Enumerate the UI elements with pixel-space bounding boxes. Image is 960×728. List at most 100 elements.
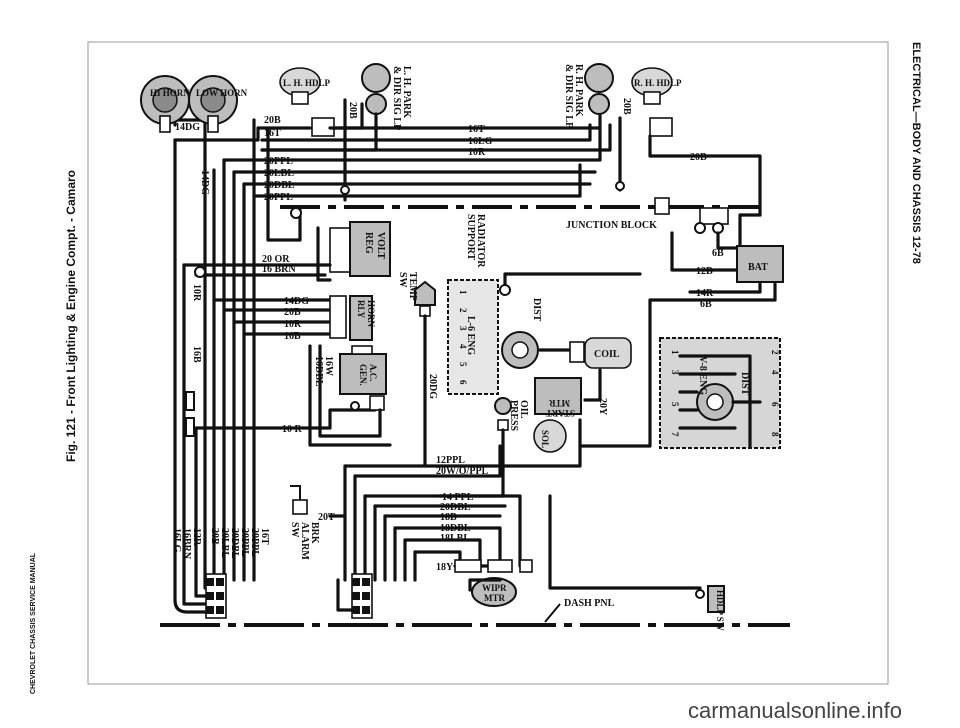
- label-l6-eng: L-6 ENG: [465, 316, 476, 355]
- battery: [578, 245, 784, 448]
- v8-term-5: 5: [670, 402, 680, 407]
- label-start: START: [546, 408, 575, 418]
- label-reg: REG: [363, 232, 374, 254]
- wire-18dbl: 18DBL: [440, 523, 471, 534]
- label-temp: TEMP: [407, 272, 418, 301]
- wire-20or: 20 OR: [262, 254, 290, 265]
- v8-term-2: 2: [770, 350, 780, 355]
- label-wipr-mtr: MTR: [484, 593, 505, 603]
- top-harness: [260, 98, 762, 242]
- watermark: carmanualsonline.info: [688, 698, 903, 723]
- label-brk-sw: SW: [289, 522, 300, 538]
- wire-6b-a: 6B: [712, 248, 724, 259]
- page-frame: [87, 41, 889, 685]
- wire-14dg-left: 14DG: [175, 122, 200, 133]
- label-low-horn: LOW HORN: [196, 88, 248, 98]
- wire-10r-vert: 10R: [191, 284, 202, 302]
- center-bulkhead-connector: [336, 573, 373, 619]
- wiper-motor: [468, 577, 517, 607]
- label-sol: SOL: [540, 430, 550, 448]
- wire-14ppl: 14 PPL: [442, 492, 474, 503]
- label-lh-dir: & DIR SIG LP: [391, 66, 402, 130]
- label-alarm: ALARM: [299, 522, 310, 560]
- label-mtr: MTR: [549, 398, 570, 408]
- label-rh-park: R. H. PARK: [573, 64, 584, 117]
- wire-14r: 14R: [696, 288, 714, 299]
- label-volt: VOLT: [375, 232, 386, 260]
- wire-20dbl-low: 20DBL: [440, 502, 471, 513]
- label-hdlp-sw: HDLP SW: [715, 590, 725, 631]
- brake-alarm-switch: [290, 485, 308, 515]
- wire-18b: 18B: [440, 512, 457, 523]
- label-v8-eng: V-8 ENG: [697, 356, 708, 395]
- ac-generator: [308, 344, 392, 447]
- bundle-label-9: 16LG: [171, 528, 182, 553]
- lh-headlamp: [279, 67, 321, 105]
- rh-headlamp: [631, 67, 673, 137]
- wire-14dg-mid: 14DG: [284, 296, 309, 307]
- wire-16t-b: 16T: [468, 124, 485, 135]
- wire-16t-a: 16T: [264, 128, 281, 139]
- wire-12ppl: 12PPL: [436, 455, 465, 466]
- label-brk: BRK: [309, 522, 320, 544]
- wire-20ppl-b: 20PPL: [264, 192, 293, 203]
- l6-term-6: 6: [458, 380, 468, 385]
- wire-16b-vert: 16B: [191, 346, 202, 363]
- figure-caption: Fig. 121 - Front Lighting & Engine Compt…: [64, 170, 78, 462]
- l6-term-1: 1: [458, 290, 468, 295]
- wire-20b-mid: 20B: [284, 307, 301, 318]
- label-coil: COIL: [594, 349, 620, 360]
- l6-term-3: 3: [458, 326, 468, 331]
- voltage-regulator: [316, 221, 391, 282]
- wire-10r-a: 10R: [468, 147, 486, 158]
- wire-20b-right: 20B: [690, 152, 707, 163]
- horn-relay: [329, 295, 373, 341]
- label-gen: GEN.: [358, 364, 368, 386]
- page-header-title: ELECTRICAL—BODY AND CHASSIS 12-78: [910, 42, 922, 264]
- label-support: SUPPORT: [465, 214, 476, 261]
- wire-10r-mid: 10R: [284, 319, 302, 330]
- bundle-label-4: 20DBL: [229, 528, 240, 559]
- wire-14dg-vert: 14DG: [199, 170, 210, 195]
- wire-16dbl: 16DBL: [313, 356, 324, 387]
- wire-16brn: 16 BRN: [262, 264, 296, 275]
- wire-20ppl-a: 20PPL: [264, 156, 293, 167]
- label-dash-pnl: DASH PNL: [564, 598, 615, 609]
- wire-20dg: 20DG: [427, 374, 438, 399]
- v8-term-7: 7: [670, 432, 680, 437]
- wire-20wopl: 20W/O/PPL: [436, 466, 489, 477]
- bundle-label-5: 20LBL: [219, 528, 230, 558]
- low-horn: [188, 75, 238, 133]
- label-rh-hdlp: R. H. HDLP: [634, 78, 682, 88]
- bundle-label-1: 16T: [259, 528, 270, 545]
- wire-10r-low: 10 R: [282, 424, 303, 435]
- hi-horn: [140, 75, 190, 133]
- manual-name: CHEVROLET CHASSIS SERVICE MANUAL: [30, 552, 37, 694]
- wire-16b-mid: 16B: [284, 331, 301, 342]
- wire-20lbl: 20LBL: [264, 168, 294, 179]
- wire-20t: 20T: [318, 512, 335, 523]
- wire-20b-a: 20B: [264, 115, 281, 126]
- label-bat: BAT: [748, 262, 768, 273]
- label-rly: RLY: [356, 300, 366, 319]
- wire-20y: 20Y: [597, 398, 608, 416]
- wire-16lg: 16LG: [468, 136, 493, 147]
- label-lh-hdlp: L. H. HDLP: [283, 78, 331, 88]
- wire-20b-vert-r: 20B: [621, 98, 632, 115]
- rh-park-lamp: [584, 63, 614, 115]
- wire-16w: 16W: [323, 356, 334, 376]
- label-wipr: WIPR: [482, 583, 507, 593]
- temp-switch: [414, 280, 436, 468]
- label-hi-horn: HI HORN: [150, 88, 190, 98]
- bundle-label-2: 20PPL: [249, 528, 260, 557]
- l6-term-5: 5: [458, 362, 468, 367]
- l6-term-2: 2: [458, 308, 468, 313]
- label-horn: HORN: [366, 300, 376, 328]
- label-oil: OIL: [518, 400, 529, 419]
- left-bulkhead-connector: [205, 573, 227, 619]
- l6-term-4: 4: [458, 344, 468, 349]
- label-ac: A.C.: [368, 364, 378, 382]
- label-dist-l6: DIST: [531, 298, 542, 322]
